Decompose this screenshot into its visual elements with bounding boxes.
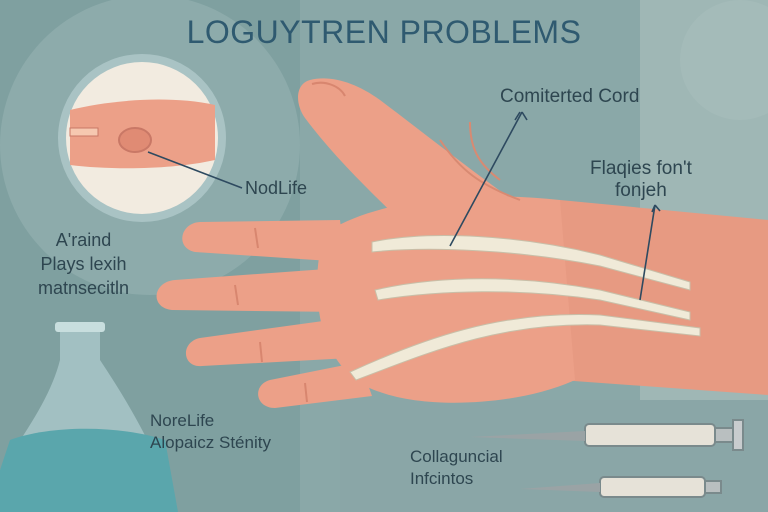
- plaques-label-line: fonjeh: [615, 180, 667, 201]
- collagen-label-line: Collaguncial: [410, 447, 503, 466]
- hand-illustration: [156, 78, 768, 408]
- flask-icon: [0, 322, 178, 512]
- leader-lines: [147, 111, 661, 301]
- norelife-label: NoreLife Alopaicz Sténity: [150, 410, 271, 454]
- nodule-spot: [118, 127, 152, 153]
- collagen-label: Collaguncial Infcintos: [410, 446, 503, 490]
- arand-label-line: Plays lexih: [40, 254, 127, 274]
- nodule-label: NodLife: [245, 178, 308, 198]
- thumb: [298, 78, 520, 240]
- nodule-leader: [147, 151, 243, 189]
- corner-glow: [680, 0, 768, 120]
- index-finger: [182, 220, 345, 262]
- norelife-label-line: Alopaicz Sténity: [150, 433, 271, 452]
- middle-finger: [156, 268, 345, 312]
- arand-label-line: A'raind: [55, 230, 112, 250]
- norelife-label-line: NoreLife: [150, 411, 215, 430]
- arand-label-line: matnsecitln: [38, 278, 130, 298]
- forearm: [560, 200, 768, 395]
- syringe-icon: [470, 419, 744, 498]
- cord-label: Comiterted Cord: [500, 86, 640, 107]
- knuckle-creases: [234, 227, 308, 403]
- collagen-label-line: Infcintos: [410, 469, 474, 488]
- plaques-label: Flaqies fon't fonjeh: [590, 158, 692, 202]
- little-finger: [258, 362, 372, 408]
- page-title: LOGUYTREN PROBLEMS: [186, 14, 582, 50]
- magnifier-inset: [58, 54, 226, 222]
- cord-leader: [449, 111, 523, 247]
- arand-label: A'raind Plays lexih matnsecitln: [38, 228, 129, 300]
- plaques-leader: [639, 204, 656, 301]
- plaques-label-line: Flaqies fon't: [590, 158, 692, 179]
- palm-lines: [439, 121, 521, 201]
- collagen-cords: [349, 235, 701, 381]
- thumb-crease: [311, 81, 346, 97]
- ring-finger: [185, 318, 350, 367]
